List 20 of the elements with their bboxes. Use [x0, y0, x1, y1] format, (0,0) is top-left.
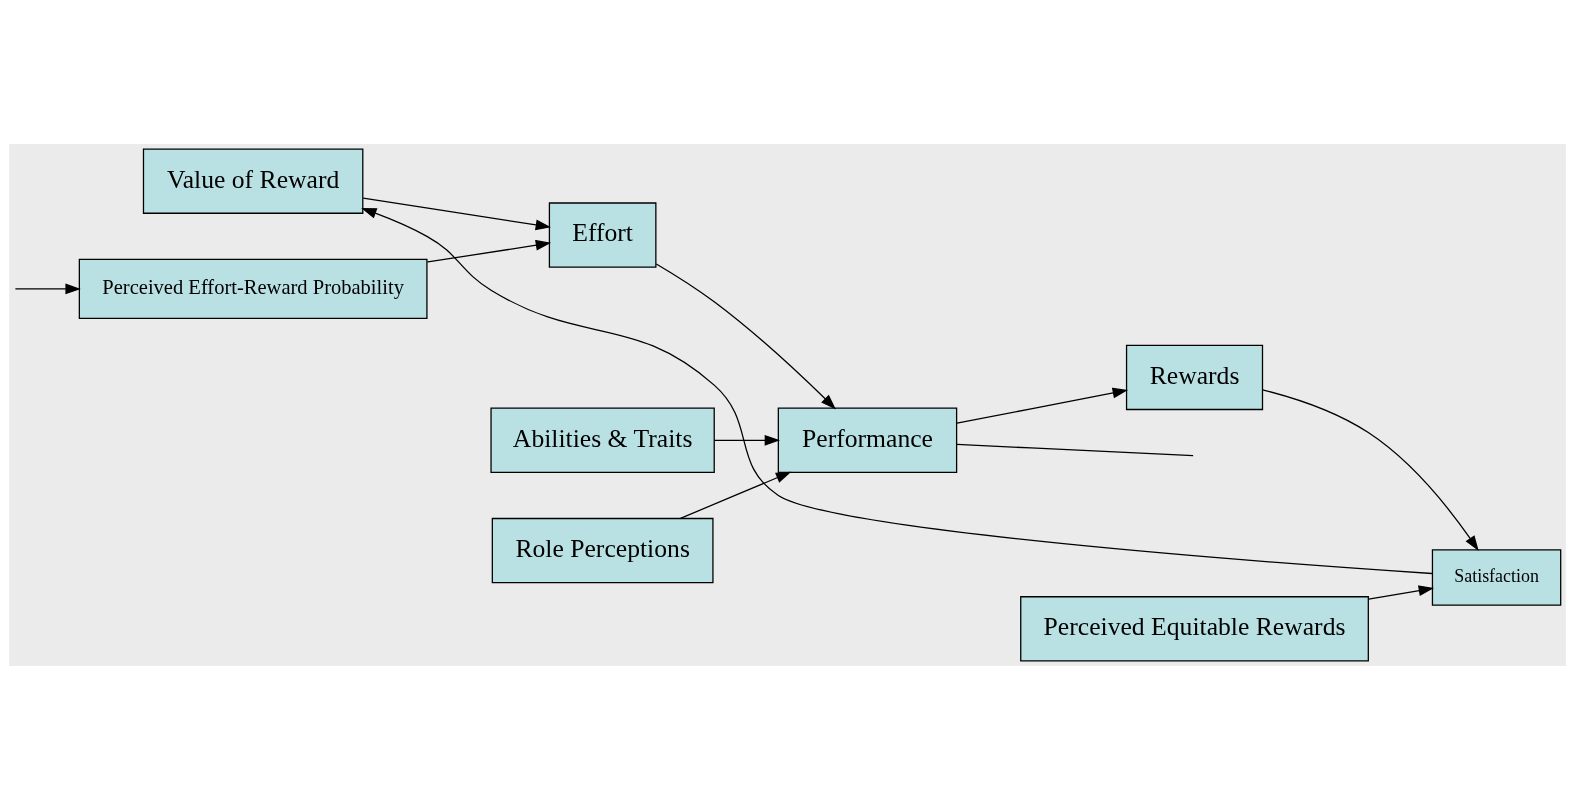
- node-box: Abilities & Traits: [490, 407, 715, 473]
- arrow: [426, 239, 552, 263]
- node-box: Effort: [548, 201, 657, 268]
- node-box: Role Perceptions: [491, 517, 714, 583]
- connector: [956, 443, 1194, 456]
- node-box: Value of Reward: [142, 148, 364, 214]
- arrow: [1368, 584, 1435, 600]
- node-box: Perceived Equitable Rewards: [1020, 595, 1369, 661]
- arrow: [679, 471, 792, 519]
- arrow: [361, 207, 1433, 574]
- arrow: [713, 434, 781, 446]
- arrow: [362, 196, 552, 230]
- arrow: [655, 262, 836, 409]
- node-box: Perceived Effort-Reward Probability: [78, 258, 428, 319]
- arrow: [14, 283, 81, 294]
- arrow: [1261, 388, 1479, 551]
- arrow: [956, 387, 1129, 424]
- node-box: Rewards: [1125, 344, 1264, 410]
- node-box: Satisfaction: [1431, 548, 1562, 606]
- node-box: Performance: [777, 407, 958, 473]
